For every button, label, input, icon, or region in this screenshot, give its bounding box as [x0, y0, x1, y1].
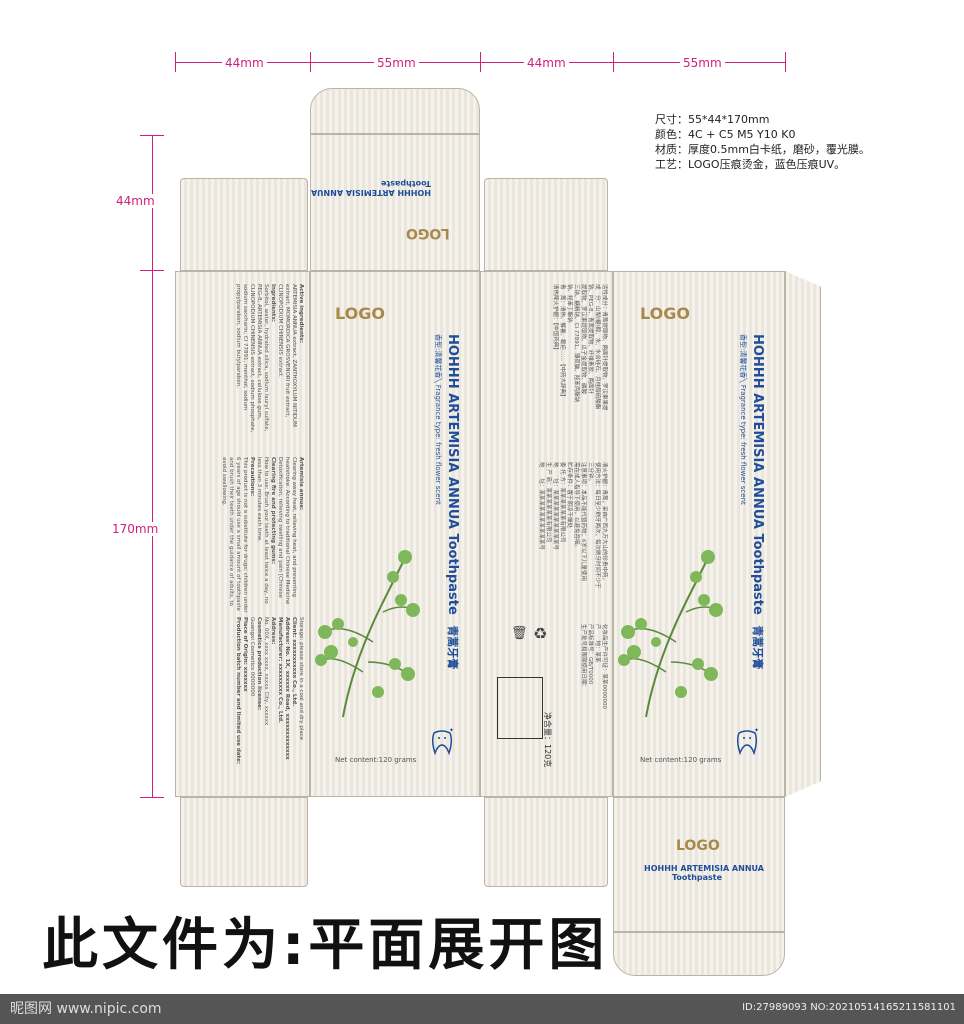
recycle-icon: ♻	[533, 624, 548, 643]
watermark-id: ID:27989093 NO:20210514165211581101	[742, 1002, 956, 1013]
dim-tick	[480, 52, 481, 72]
panel-side-2: 活性成分：青蒿提取物、两面针提取物、罗汉果果提 成 分：山梨(糖)醇、水、水合硅…	[480, 271, 613, 797]
panel1-manufacturer: Storage: please store in a cool and dry …	[235, 617, 304, 765]
spec-color: 颜色：4C + C5 M5 Y10 K0	[655, 128, 796, 141]
dim-tick	[140, 270, 164, 271]
panel3-ingredients: 活性成分：青蒿提取物、两面针提取物、罗汉果果提 成 分：山梨(糖)醇、水、水合硅…	[552, 284, 607, 411]
front2-title: HOHHH ARTEMISIA ANNUA Toothpaste 青蒿牙膏	[750, 334, 765, 670]
panel3-usage: 清火护龈：青蒿，采自广西九万大山的珍贵中药， 使用方法：每日至少刷牙两次，每次刷…	[538, 462, 607, 589]
dim-tick	[310, 52, 311, 72]
caption-flat-layout: 此文件为:平面展开图	[42, 913, 609, 978]
spec-block: 尺寸：55*44*170mm 颜色：4C + C5 M5 Y10 K0 材质：厚…	[655, 112, 870, 172]
top-flap-3	[484, 178, 608, 271]
panel-front-1: LOGO HOHHH ARTEMISIA ANNUA Toothpaste 青蒿…	[310, 271, 480, 797]
top-flap-1	[180, 178, 308, 271]
front1-fragrance: 香型:清馨花香╲ Fragrance type: fresh flower sc…	[434, 334, 442, 505]
watermark-site: 昵图网 www.nipic.com	[10, 1001, 162, 1017]
svg-text:✦: ✦	[754, 727, 759, 734]
batch-code-box	[497, 677, 543, 739]
spec-process: 工艺：LOGO压痕烫金，蓝色压痕UV。	[655, 158, 846, 171]
front2-fragrance: 香型:清馨花香╲ Fragrance type: fresh flower sc…	[739, 334, 747, 505]
dim-tick	[140, 135, 164, 136]
artemisia-plant-image	[618, 550, 723, 718]
panel3-net-content: 净含量：120克	[543, 712, 552, 768]
bottom-flap-1	[180, 797, 308, 887]
bottom-logo: LOGO	[676, 838, 720, 854]
front1-logo: LOGO	[335, 304, 385, 323]
panel-front-2: LOGO HOHHH ARTEMISIA ANNUA Toothpaste 青蒿…	[613, 271, 785, 797]
dim-label-top-2: 55mm	[374, 56, 419, 70]
dim-label-top-1: 44mm	[222, 56, 267, 70]
tooth-icon: ✦	[431, 727, 454, 756]
dim-tick	[613, 52, 614, 72]
spec-material: 材质：厚度0.5mm白卡纸，磨砂，覆光膜。	[655, 143, 870, 156]
bottom-tuck-flap	[613, 932, 785, 976]
dim-label-top-4: 55mm	[680, 56, 725, 70]
dim-label-top-3: 44mm	[524, 56, 569, 70]
dim-tick	[175, 52, 176, 72]
panel3-license: 化妆品生产许可证：某某0000000 产 地：某某 产品标准号：GB/T0000…	[580, 624, 607, 709]
spec-size: 尺寸：55*44*170mm	[655, 113, 770, 126]
panel-side-1: Active ingredients: ARTEMISIA ANNUA extr…	[175, 271, 310, 797]
svg-text:✦: ✦	[449, 727, 454, 734]
panel1-usage: Artemisia annua: Clearing away heat, rel…	[221, 457, 304, 613]
top-lid-title: HOHHH ARTEMISIA ANNUA Toothpaste	[311, 179, 431, 197]
artemisia-plant-image	[315, 550, 420, 718]
front2-net-content: Net content:120 grams	[640, 756, 722, 764]
watermark-bar	[0, 994, 964, 1024]
dim-tick	[140, 797, 164, 798]
dim-tick	[785, 52, 786, 72]
front2-logo: LOGO	[640, 304, 690, 323]
dim-label-left-top: 44mm	[116, 194, 155, 208]
panel1-ingredients: Active ingredients: ARTEMISIA ANNUA extr…	[235, 284, 304, 433]
top-lid-logo: LOGO	[406, 225, 450, 241]
bottom-title: HOHHH ARTEMISIA ANNUA Toothpaste	[644, 864, 764, 882]
front1-net-content: Net content:120 grams	[335, 756, 417, 764]
trash-icon: 🗑	[511, 626, 528, 641]
bottom-flap-3	[484, 797, 608, 887]
top-tuck-flap	[310, 88, 480, 134]
glue-flap	[785, 271, 821, 797]
top-lid: HOHHH ARTEMISIA ANNUA Toothpaste LOGO	[310, 134, 480, 271]
tooth-icon: ✦	[736, 727, 759, 756]
dim-label-left-main: 170mm	[112, 522, 159, 536]
front1-title: HOHHH ARTEMISIA ANNUA Toothpaste 青蒿牙膏	[445, 334, 460, 670]
dim-line-left	[152, 135, 153, 797]
bottom-lid: LOGO HOHHH ARTEMISIA ANNUA Toothpaste	[613, 797, 785, 932]
